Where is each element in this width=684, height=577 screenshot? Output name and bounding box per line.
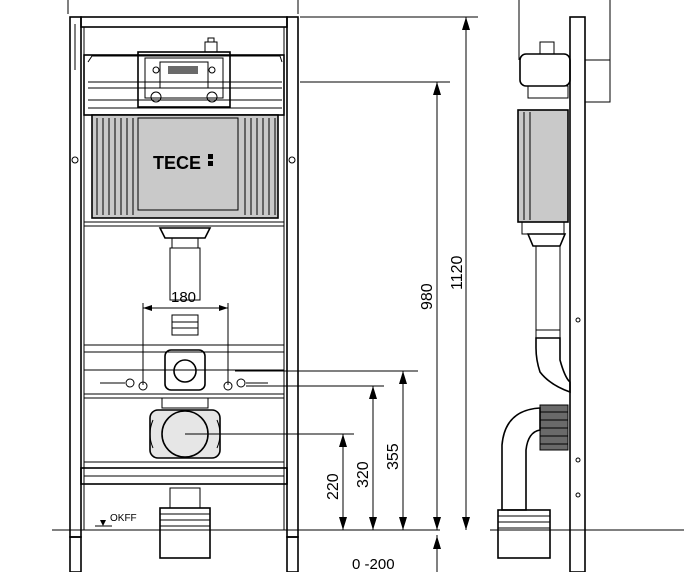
side-cistern	[517, 41, 571, 235]
waste-pipe-connector	[84, 397, 284, 459]
okff-marker-icon	[100, 520, 106, 526]
cistern-housing	[83, 54, 285, 116]
dimension-180: 180	[142, 289, 229, 385]
flush-pipe	[158, 227, 212, 336]
side-frame-post	[569, 16, 586, 573]
side-flush-pipe	[526, 233, 571, 394]
cistern-tank: TECE	[91, 114, 279, 219]
mounting-bracket	[83, 344, 285, 395]
okff-label: OKFF	[110, 513, 137, 524]
brand-logo-text: TECE	[153, 153, 201, 173]
frame-left-post	[69, 16, 82, 538]
dimension-320-label: 320	[355, 461, 372, 488]
dimension-180-label: 180	[171, 289, 196, 306]
dimension-980-label: 980	[419, 283, 436, 310]
dimension-adjust-label: 0 -200	[352, 556, 395, 572]
flush-actuator	[137, 37, 231, 108]
side-waste-bend	[497, 404, 569, 559]
dimension-1120-label: 1120	[449, 255, 466, 290]
height-dimensions: 1120 980 355 320 220 0 -200	[185, 16, 478, 573]
side-view	[490, 0, 684, 573]
frame-right-post	[286, 16, 299, 538]
bottom-drain-pipe	[159, 487, 211, 559]
logo-square-icon	[208, 154, 213, 159]
okff-floor-reference: OKFF	[52, 513, 440, 531]
dimension-355-label: 355	[385, 443, 402, 470]
front-view: TECE 180	[52, 0, 440, 573]
dimension-220-label: 220	[325, 473, 342, 500]
